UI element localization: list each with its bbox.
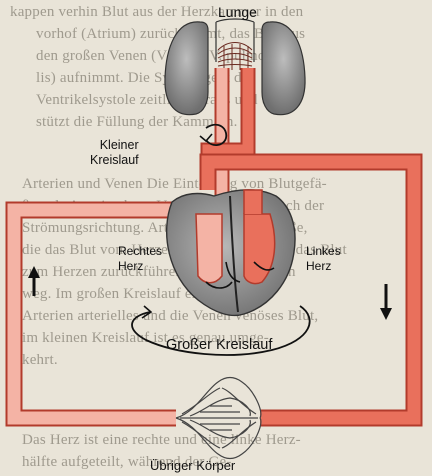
label-grosser-kreislauf: Großer Kreislauf: [166, 337, 272, 353]
label-rechtes-herz: Rechtes Herz: [118, 244, 162, 274]
lung-capillaries: [218, 43, 252, 71]
body-capillaries: [176, 378, 261, 459]
label-uebriger-koerper: Übriger Körper: [150, 458, 235, 473]
label-lunge: Lunge: [218, 4, 257, 20]
heart-shape: [167, 190, 295, 316]
label-linkes-herz: Linkes Herz: [306, 244, 341, 274]
lung-shape: [165, 19, 305, 115]
label-kleiner-kreislauf: Kleiner Kreislauf: [90, 138, 139, 168]
right-downward-arrow: [380, 284, 392, 320]
left-upward-arrow: [28, 266, 40, 296]
